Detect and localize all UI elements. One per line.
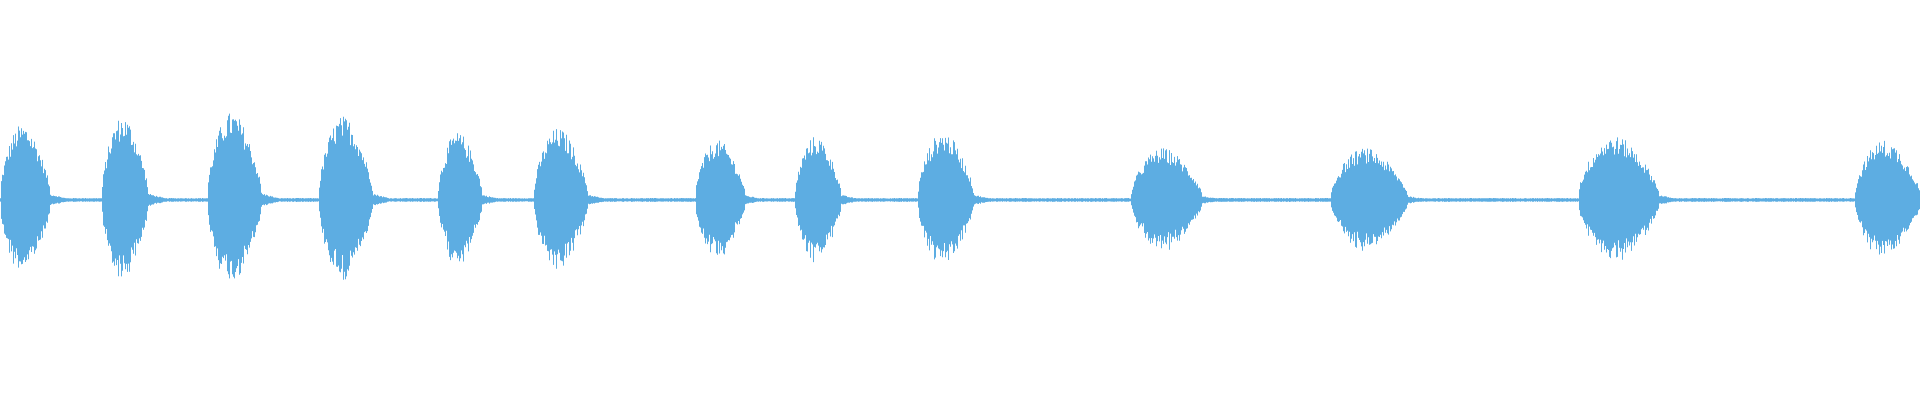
waveform-trace xyxy=(0,113,1920,280)
waveform-bars xyxy=(0,113,1920,280)
